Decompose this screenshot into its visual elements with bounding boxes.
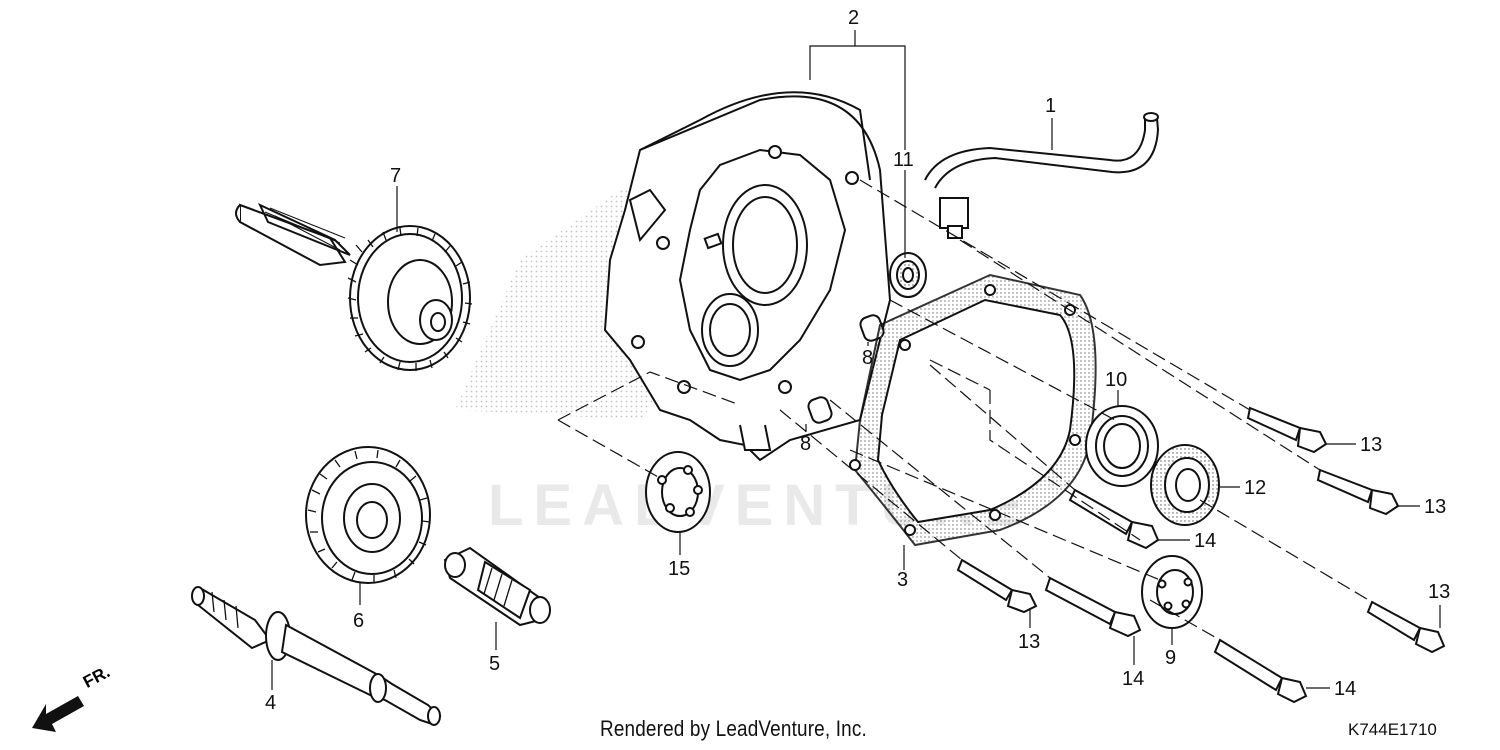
callout-6: 6 (353, 610, 364, 632)
callout-8: 8 (800, 433, 811, 455)
diagram-code: K744E1710 (1348, 720, 1437, 739)
callout-11: 11 (893, 149, 914, 171)
callout-9: 9 (1165, 647, 1176, 669)
render-credit: Rendered by LeadVenture, Inc. (600, 716, 867, 741)
bearing-15 (645, 451, 711, 533)
bearing-9 (1141, 555, 1203, 629)
callout-2: 2 (848, 7, 859, 29)
leader-lines (271, 30, 1441, 690)
bolt-14-a (1068, 488, 1160, 550)
callout-14: 14 (1334, 678, 1356, 700)
breather-tube (924, 112, 1160, 239)
bolt-14-b (1044, 576, 1142, 638)
bolt-13-d (1366, 600, 1446, 654)
counter-gear (305, 446, 431, 584)
bolt-13-b (1316, 468, 1400, 516)
callout-15: 15 (668, 558, 690, 580)
callout-13: 13 (1018, 631, 1040, 653)
callout-12: 12 (1244, 477, 1266, 499)
callout-10: 10 (1105, 369, 1127, 391)
drive-pinion (443, 546, 551, 627)
bearing-12 (1150, 444, 1220, 526)
callout-13: 13 (1424, 496, 1446, 518)
callout-1: 1 (1045, 95, 1056, 117)
oil-seal (889, 252, 927, 298)
callout-4: 4 (265, 692, 276, 714)
front-direction-arrow-icon (32, 696, 84, 732)
callout-labels: 2 1 11 7 8 8 10 13 13 12 14 15 3 13 6 5 … (265, 7, 1450, 714)
bolt-13-a (1246, 406, 1328, 454)
bearing-10 (1085, 405, 1159, 487)
final-shaft (191, 586, 442, 726)
transmission-case (603, 91, 892, 462)
callout-7: 7 (390, 165, 401, 187)
callout-13: 13 (1360, 434, 1382, 456)
callout-14: 14 (1194, 530, 1216, 552)
output-shaft-gear (235, 202, 473, 371)
bolts (956, 406, 1446, 704)
callout-8: 8 (862, 347, 873, 369)
bolt-13-c (956, 558, 1038, 614)
callout-3: 3 (897, 569, 908, 591)
callout-13: 13 (1428, 581, 1450, 603)
callout-5: 5 (489, 653, 500, 675)
bolt-14-c (1213, 638, 1308, 704)
callout-14: 14 (1122, 668, 1144, 690)
